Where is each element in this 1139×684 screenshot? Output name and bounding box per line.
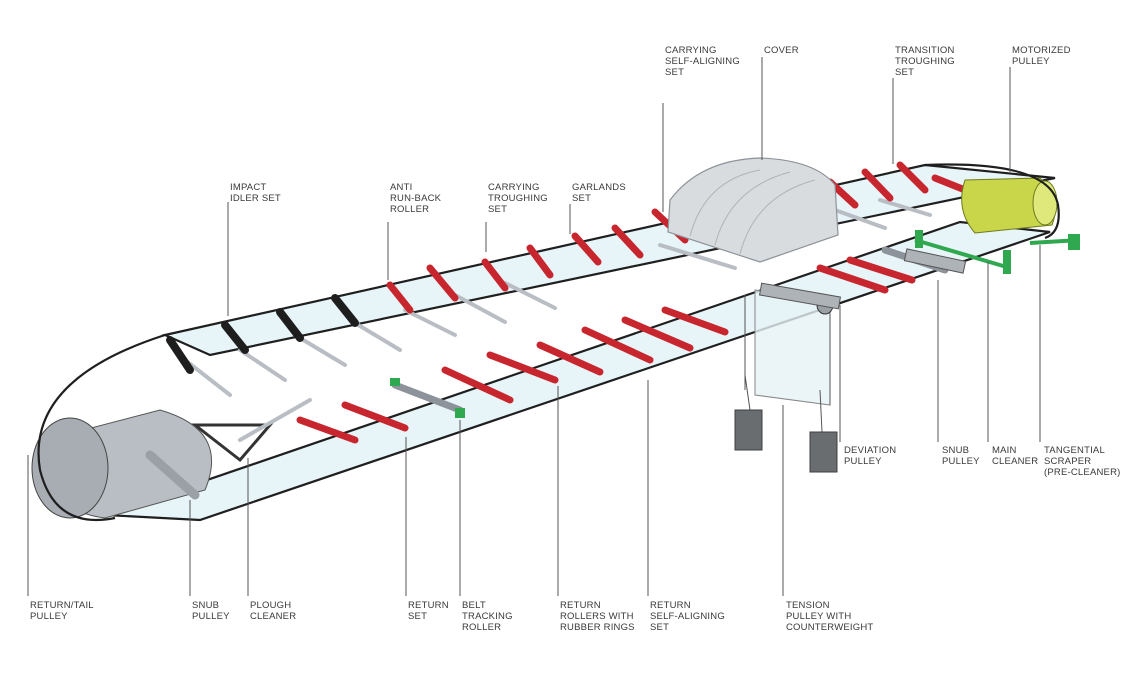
label-snub-pulley-right: SNUB PULLEY (942, 445, 980, 467)
snub-pulley-left (145, 450, 200, 500)
label-tangential-scraper: TANGENTIAL SCRAPER (PRE-CLEANER) (1044, 445, 1121, 478)
callout-labels: IMPACT IDLER SET ANTI RUN-BACK ROLLER CA… (30, 45, 1121, 633)
conveyor-illustration (31, 157, 1081, 522)
label-cover: COVER (764, 45, 799, 56)
main-cleaner (914, 230, 1011, 274)
label-impact-idler-set: IMPACT IDLER SET (230, 182, 281, 204)
tangential-scraper (1029, 234, 1081, 250)
counterweight-left (734, 409, 763, 451)
label-snub-pulley-left: SNUB PULLEY (192, 600, 230, 622)
label-garlands-set: GARLANDS SET (572, 182, 629, 204)
label-plough-cleaner: PLOUGH CLEANER (250, 600, 296, 622)
label-return-self-aligning-set: RETURN SELF-ALIGNING SET (650, 600, 728, 633)
label-belt-tracking-roller: BELT TRACKING ROLLER (462, 600, 516, 633)
deviation-pulley (758, 282, 842, 310)
label-carrying-troughing-set: CARRYING TROUGHING SET (488, 182, 551, 215)
return-tail-pulley (31, 333, 213, 522)
motorized-pulley (924, 163, 1060, 240)
snub-pulley-right (903, 248, 967, 274)
label-motorized-pulley: MOTORIZED PULLEY (1012, 45, 1073, 67)
label-main-cleaner: MAIN CLEANER (992, 445, 1038, 467)
return-sets (296, 246, 949, 444)
plough-cleaner (190, 398, 312, 463)
label-tension-pulley-counterweight: TENSION PULLEY WITH COUNTERWEIGHT (786, 600, 873, 633)
leader-lines (27, 57, 1041, 596)
cover (667, 157, 839, 263)
label-carrying-self-aligning-set: CARRYING SELF-ALIGNING SET (665, 45, 743, 78)
impact-idler-set (166, 294, 359, 374)
belt-tracking-roller (390, 378, 465, 418)
tension-pulley-with-counterweight (734, 289, 838, 473)
label-return-rollers-rubber-rings: RETURN ROLLERS WITH RUBBER RINGS (560, 600, 637, 633)
label-return-set: RETURN SET (408, 600, 452, 622)
label-return-tail-pulley: RETURN/TAIL PULLEY (30, 600, 96, 622)
label-anti-run-back-roller: ANTI RUN-BACK ROLLER (390, 182, 444, 215)
label-deviation-pulley: DEVIATION PULLEY (844, 445, 899, 467)
label-transition-troughing-set: TRANSITION TROUGHING SET (895, 45, 958, 78)
idler-frames (183, 198, 932, 397)
counterweight-right (809, 431, 838, 473)
